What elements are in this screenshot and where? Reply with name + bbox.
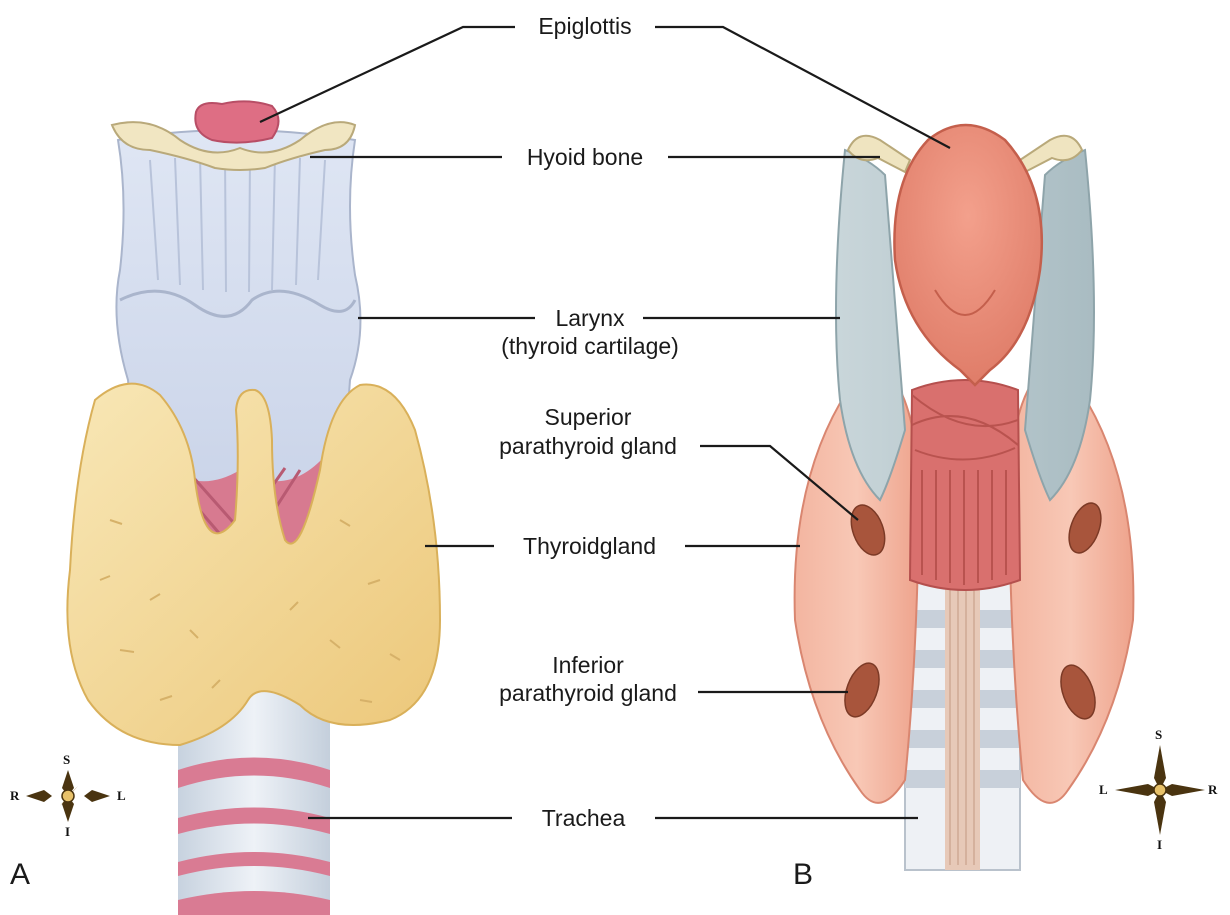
compass-b (1115, 745, 1205, 835)
label-inferior: Inferior (470, 652, 706, 679)
label-larynx: Larynx (475, 305, 705, 332)
compass-a-east: L (117, 788, 126, 804)
leader-epiglottis-b (655, 27, 950, 148)
compass-a-west: R (10, 788, 19, 804)
panel-b-illustration (795, 125, 1134, 870)
panel-label-a: A (10, 858, 30, 892)
leader-epiglottis-a (260, 27, 515, 122)
epiglottis-b (894, 125, 1041, 385)
label-hyoid-bone: Hyoid bone (502, 144, 668, 171)
thyroid-gland-a (67, 384, 440, 745)
label-larynx-sub: (thyroid cartilage) (475, 333, 705, 360)
compass-a (26, 770, 110, 822)
trachea-b (905, 570, 1020, 870)
label-trachea: Trachea (512, 805, 655, 832)
compass-b-south: I (1157, 837, 1162, 853)
compass-b-north: S (1155, 727, 1162, 743)
label-thyroid-gland: Thyroidgland (494, 533, 685, 560)
epiglottis-a (195, 101, 278, 142)
panel-label-b: B (793, 858, 813, 892)
compass-a-north: S (63, 752, 70, 768)
compass-b-east: R (1208, 782, 1217, 798)
label-inferior-sub: parathyroid gland (470, 680, 706, 707)
label-epiglottis: Epiglottis (515, 13, 655, 40)
compass-b-west: L (1099, 782, 1108, 798)
compass-a-south: I (65, 824, 70, 840)
label-superior-sub: parathyroid gland (470, 433, 706, 460)
label-superior: Superior (470, 404, 706, 431)
